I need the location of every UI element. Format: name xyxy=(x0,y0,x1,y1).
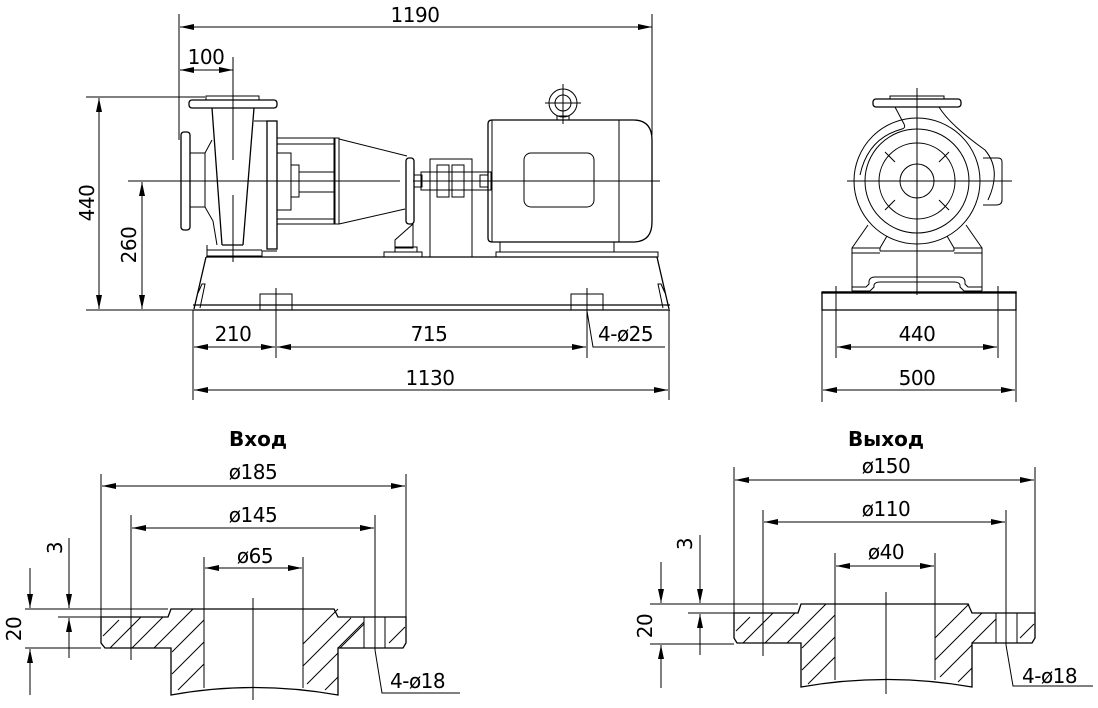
inlet-flange-section: Вход ø185 xyxy=(2,427,460,700)
inlet-title: Вход xyxy=(229,427,287,451)
dim-hole-positions: 210 715 4-ø25 xyxy=(192,310,670,400)
dim-text: ø110 xyxy=(862,497,910,521)
bearing-frame xyxy=(276,137,423,258)
dim-text: 1130 xyxy=(406,366,455,390)
dim-text: 20 xyxy=(633,614,657,638)
dim-overall-length: 1190 xyxy=(178,3,653,140)
side-view: 1190 100 440 260 210 715 4-ø25 xyxy=(75,3,670,400)
end-view: 440 500 xyxy=(821,88,1017,402)
dim-text: 260 xyxy=(117,227,141,264)
base-frame xyxy=(193,256,670,311)
hatch-left xyxy=(102,608,205,691)
hatch-right xyxy=(302,608,406,691)
dim-end-base-width: 500 xyxy=(821,310,1017,402)
dim-end-hole-spacing: 440 xyxy=(835,286,999,358)
dim-text: 4-ø25 xyxy=(598,322,653,346)
dim-text: ø65 xyxy=(237,544,273,568)
dim-text: 500 xyxy=(899,366,936,390)
dim-text: 440 xyxy=(899,322,936,346)
dim-text: ø145 xyxy=(229,503,277,527)
dim-text: 100 xyxy=(188,45,225,69)
dim-text: 715 xyxy=(411,322,448,346)
dim-text: 3 xyxy=(43,542,67,554)
hatch-left xyxy=(735,603,836,685)
motor xyxy=(487,84,659,258)
coupling xyxy=(413,158,492,258)
dim-text: ø150 xyxy=(862,454,910,478)
dim-text: 440 xyxy=(75,185,99,222)
dim-text: 210 xyxy=(215,322,252,346)
dim-overall-height: 440 xyxy=(75,96,205,311)
dim-text: 20 xyxy=(2,617,26,641)
dim-base-length: 1130 xyxy=(194,366,668,393)
dim-text: 3 xyxy=(673,538,697,550)
dim-inlet-offset: 100 xyxy=(180,45,233,73)
lifting-eye-icon xyxy=(545,84,581,124)
dim-text: ø40 xyxy=(868,540,904,564)
hatch-right xyxy=(934,603,1035,683)
dim-text: 4-ø18 xyxy=(1022,664,1077,688)
bolt-marks xyxy=(884,151,950,211)
outlet-flange-section: Выход ø150 xyxy=(633,427,1093,694)
dim-shaft-height: 260 xyxy=(117,182,145,309)
dim-text: 1190 xyxy=(391,3,440,27)
dim-text: 4-ø18 xyxy=(390,669,445,693)
pump-casing xyxy=(180,95,278,257)
outlet-title: Выход xyxy=(848,427,924,451)
dim-text: ø185 xyxy=(229,460,277,484)
